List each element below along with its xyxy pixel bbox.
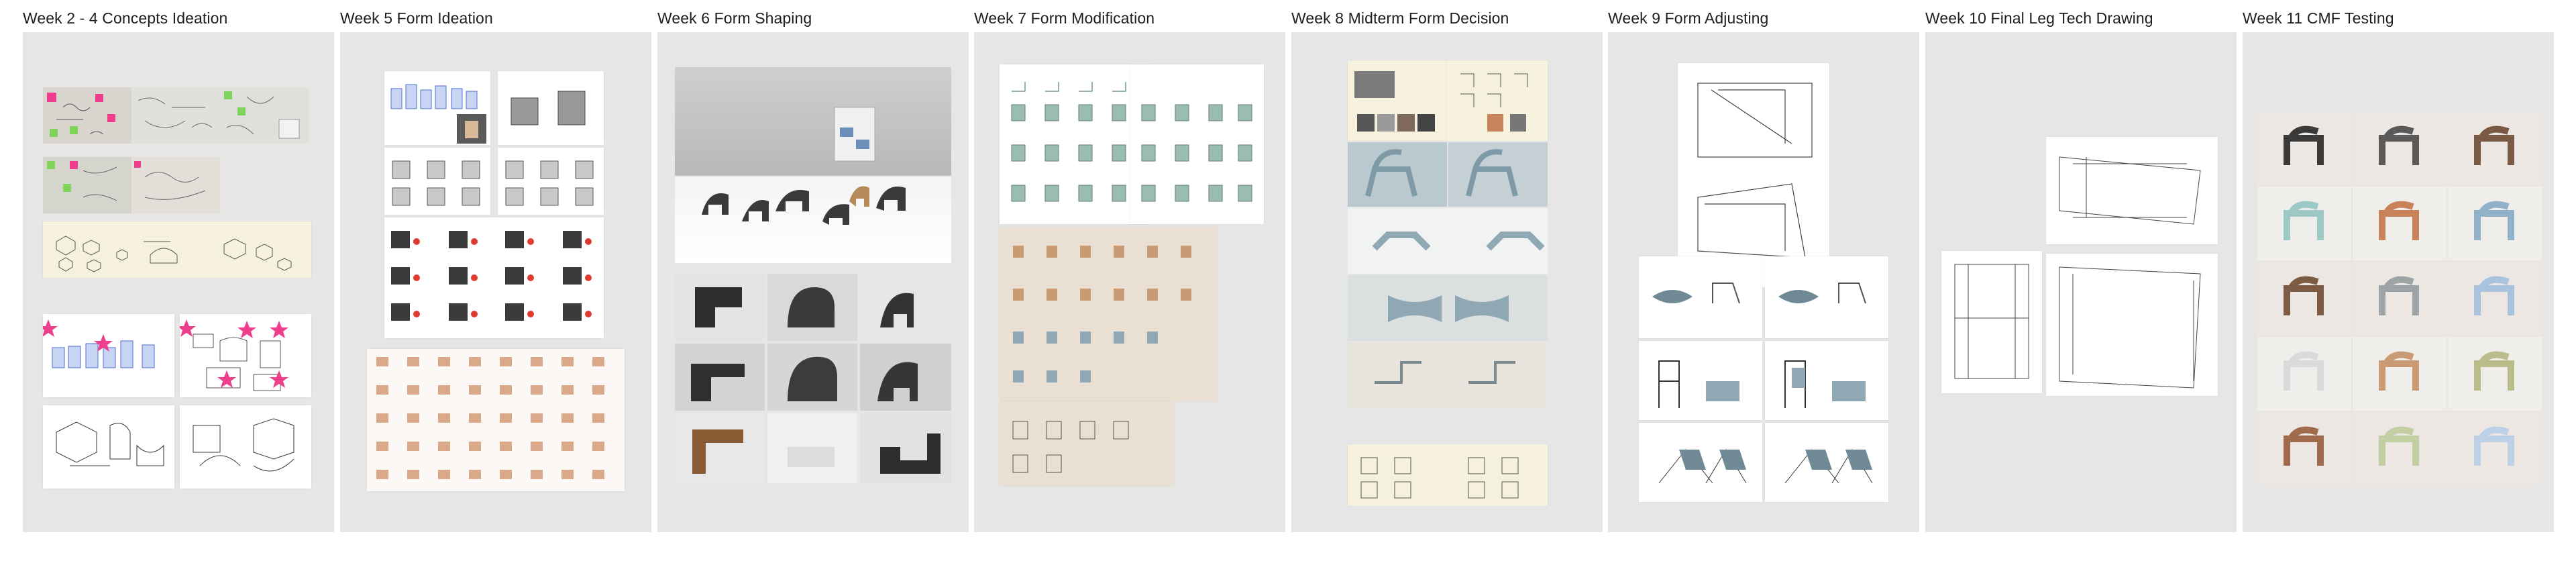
midterm-model-photo-1[interactable] [1348,142,1447,207]
form-modification-tan-sheet[interactable] [1000,227,1217,401]
midterm-model-photo-2[interactable] [1448,142,1548,207]
form-adjusting-render-3[interactable] [1639,341,1762,420]
column-panel-week7 [974,32,1285,532]
concept-photo-5[interactable] [131,157,220,213]
midterm-sheet-1[interactable] [1348,60,1448,141]
form-adjusting-render-5[interactable] [1639,423,1762,502]
form-shaping-photo-4[interactable] [675,344,765,411]
form-shaping-photo-5[interactable] [767,344,857,411]
column-panel-week9 [1608,32,1919,532]
column-title-week9: Week 9 Form Adjusting [1608,9,1769,27]
form-ideation-wood-models[interactable] [367,349,625,491]
form-shaping-photo-7[interactable] [675,413,765,483]
midterm-sketch-sheet[interactable] [1348,444,1548,506]
form-shaping-photo-8[interactable] [767,413,857,483]
form-ideation-sheet-4[interactable] [498,148,604,215]
form-ideation-3d-grid[interactable] [384,217,604,338]
concept-photo-2[interactable] [131,87,220,144]
leg-tech-drawing-side[interactable] [1941,251,2042,393]
column-title-week7: Week 7 Form Modification [974,9,1155,27]
form-shaping-photo-3[interactable] [860,274,951,341]
midterm-sheet-2[interactable] [1447,60,1548,141]
concept-sketch-stars-1[interactable] [43,314,174,397]
form-ideation-sheet-2[interactable] [498,71,604,145]
column-panel-week11 [2243,32,2554,532]
concept-photo-1[interactable] [43,87,131,144]
concept-sketch-4[interactable] [180,405,311,489]
midterm-render-2[interactable] [1348,275,1548,341]
form-adjusting-render-4[interactable] [1765,341,1888,420]
midterm-render-3[interactable] [1348,342,1548,408]
column-panel-week6 [657,32,969,532]
column-title-week6: Week 6 Form Shaping [657,9,812,27]
form-adjusting-tech-drawing[interactable] [1678,63,1829,287]
column-title-week11: Week 11 CMF Testing [2243,9,2394,27]
column-panel-week2-4 [23,32,334,532]
column-panel-week5 [340,32,651,532]
cmf-testing-grid[interactable] [2257,111,2542,486]
column-panel-week8 [1291,32,1603,532]
form-shaping-photo-9[interactable] [860,413,951,483]
form-modification-sheet-1[interactable] [1000,64,1150,224]
column-title-week8: Week 8 Midterm Form Decision [1291,9,1509,27]
leg-tech-drawing-front[interactable] [2046,254,2218,396]
column-title-week10: Week 10 Final Leg Tech Drawing [1925,9,2153,27]
form-shaping-photo-6[interactable] [860,344,951,411]
leg-tech-drawing-top[interactable] [2046,137,2218,244]
form-adjusting-render-1[interactable] [1639,256,1762,338]
form-shaping-photo-2[interactable] [767,274,857,341]
concept-photo-4[interactable] [43,157,131,213]
form-adjusting-render-6[interactable] [1765,423,1888,502]
form-modification-tan-sheet-2[interactable] [1000,401,1174,486]
form-modification-sheet-2[interactable] [1130,64,1264,224]
column-title-week5: Week 5 Form Ideation [340,9,493,27]
form-shaping-photo-1[interactable] [675,274,765,341]
column-panel-week10 [1925,32,2237,532]
concept-sketch-sheet[interactable] [43,221,311,278]
concept-sketch-3[interactable] [43,405,174,489]
concept-sketch-stars-2[interactable] [180,314,311,397]
form-ideation-sheet-3[interactable] [384,148,490,215]
column-title-week2-4: Week 2 - 4 Concepts Ideation [23,9,228,27]
concept-photo-3[interactable] [220,87,309,144]
form-adjusting-render-2[interactable] [1765,256,1888,338]
form-shaping-main-photo[interactable] [675,67,951,263]
midterm-render-1[interactable] [1348,208,1548,274]
form-ideation-sheet-1[interactable] [384,71,490,145]
